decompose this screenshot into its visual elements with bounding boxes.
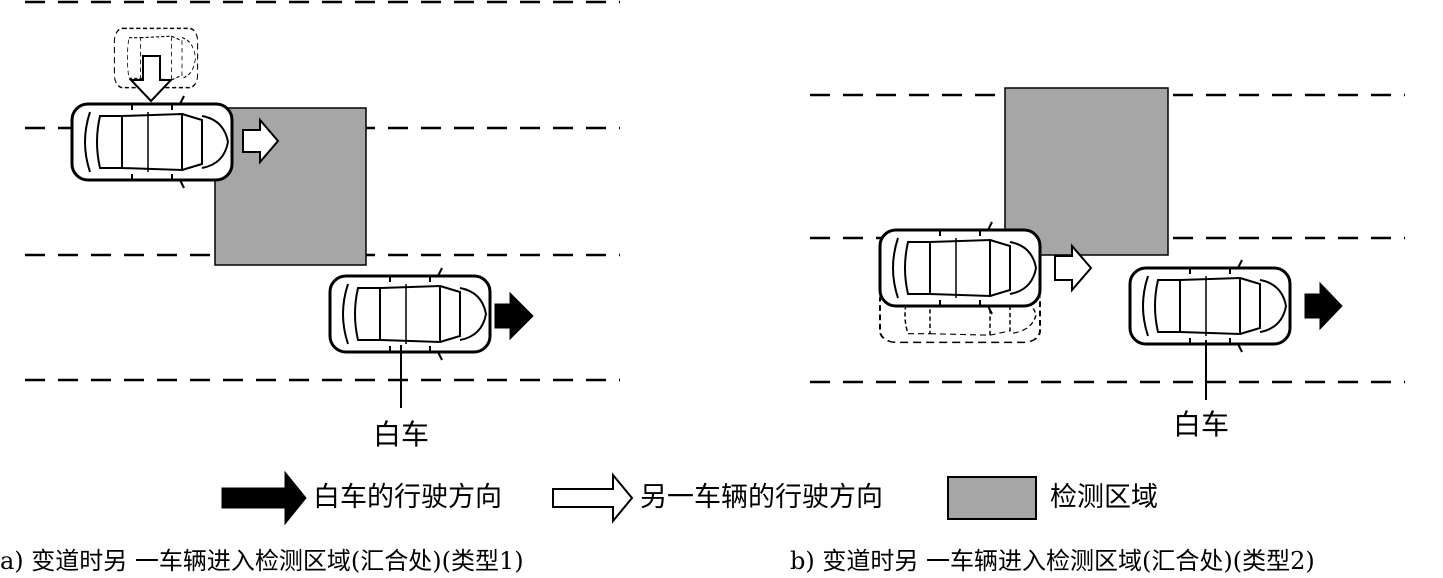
legend xyxy=(221,470,1037,526)
own-car-label-a: 白车 xyxy=(373,418,430,451)
own-direction-arrow-a xyxy=(494,291,534,341)
legend-detection-area-label: 检测区域 xyxy=(1050,482,1158,513)
other-direction-arrow-b xyxy=(1054,243,1093,293)
other-car-b xyxy=(878,220,1042,316)
other-car-a xyxy=(70,94,234,190)
caption-b: b) 变道时另 一车辆进入检测区域(汇合处)(类型2) xyxy=(790,547,1315,575)
panel-b xyxy=(810,87,1405,400)
own-car-b xyxy=(1128,258,1292,354)
panel-a xyxy=(25,0,620,408)
hollow-arrow-icon xyxy=(552,472,634,524)
lane-change-arrow-a xyxy=(128,55,174,103)
other-direction-arrow-a xyxy=(242,117,280,165)
legend-own-direction-label: 白车的行驶方向 xyxy=(313,482,502,513)
caption-a: a) 变道时另 一车辆进入检测区域(汇合处)(类型1) xyxy=(0,547,524,575)
solid-arrow-icon xyxy=(221,470,307,526)
own-car-label-b: 白车 xyxy=(1173,408,1230,441)
own-car-a xyxy=(328,266,492,362)
legend-other-direction-label: 另一车辆的行驶方向 xyxy=(640,482,883,513)
detection-area-b xyxy=(1004,87,1169,256)
detection-area-swatch xyxy=(947,476,1037,520)
detection-area-a xyxy=(214,107,367,266)
own-direction-arrow-b xyxy=(1304,281,1343,331)
